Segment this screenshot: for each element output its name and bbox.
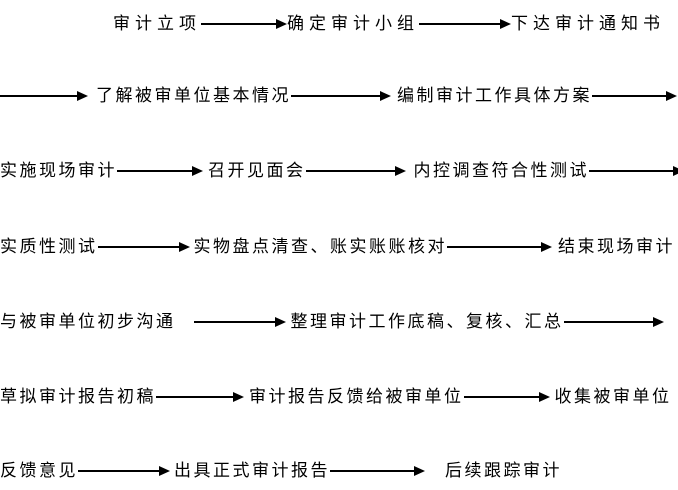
flow-step: 审计立项: [113, 14, 201, 33]
flow-step: 收集被审单位: [554, 387, 672, 406]
flow-step: 确定审计小组: [287, 14, 419, 33]
flow-row-1: 审计立项 确定审计小组 下达审计通知书: [0, 13, 678, 35]
flow-step: 结束现场审计: [558, 237, 675, 256]
flow-step: 草拟审计报告初稿: [0, 387, 156, 406]
flow-step: 出具正式审计报告: [174, 461, 330, 480]
flow-arrow-icon: [98, 242, 190, 252]
flow-step: 实施现场审计: [0, 161, 117, 180]
flow-arrow-icon: [0, 91, 88, 101]
flow-step: 反馈意见: [0, 461, 78, 480]
flow-arrow-icon: [194, 317, 286, 327]
flow-step: 内控调查符合性测试: [413, 161, 589, 180]
flow-step: 实物盘点清查、账实账账核对: [193, 237, 447, 256]
flow-step: 审计报告反馈给被审单位: [249, 387, 464, 406]
flow-arrow-icon: [419, 19, 511, 29]
flow-step: 下达审计通知书: [511, 14, 665, 33]
flow-arrow-icon: [117, 166, 203, 176]
flow-row-2: 了解被审单位基本情况 编制审计工作具体方案: [0, 85, 678, 107]
flow-arrow-icon: [306, 166, 406, 176]
flow-arrow-icon: [447, 242, 552, 252]
flow-step: 了解被审单位基本情况: [96, 86, 291, 105]
flow-arrow-icon: [291, 91, 391, 101]
flow-step: 编制审计工作具体方案: [397, 86, 592, 105]
flow-step: 实质性测试: [0, 237, 98, 256]
flow-row-5: 与被审单位初步沟通 整理审计工作底稿、复核、汇总: [0, 311, 678, 333]
flow-arrow-icon: [464, 392, 550, 402]
flow-arrow-icon: [330, 466, 425, 476]
flow-step: 与被审单位初步沟通: [0, 312, 176, 331]
flow-arrow-icon: [589, 166, 678, 176]
flow-arrow-icon: [78, 466, 170, 476]
flow-row-7: 反馈意见 出具正式审计报告 后续跟踪审计: [0, 460, 678, 482]
flow-step: 后续跟踪审计: [445, 461, 562, 480]
flow-row-3: 实施现场审计 召开见面会 内控调查符合性测试: [0, 160, 678, 182]
flow-arrow-icon: [564, 317, 664, 327]
flow-arrow-icon: [592, 91, 677, 101]
flow-row-4: 实质性测试 实物盘点清查、账实账账核对 结束现场审计: [0, 236, 678, 258]
flow-step: 整理审计工作底稿、复核、汇总: [290, 312, 564, 331]
flow-step: 召开见面会: [208, 161, 306, 180]
flow-arrow-icon: [201, 19, 287, 29]
flow-arrow-icon: [156, 392, 244, 402]
flow-row-6: 草拟审计报告初稿 审计报告反馈给被审单位 收集被审单位: [0, 386, 678, 408]
